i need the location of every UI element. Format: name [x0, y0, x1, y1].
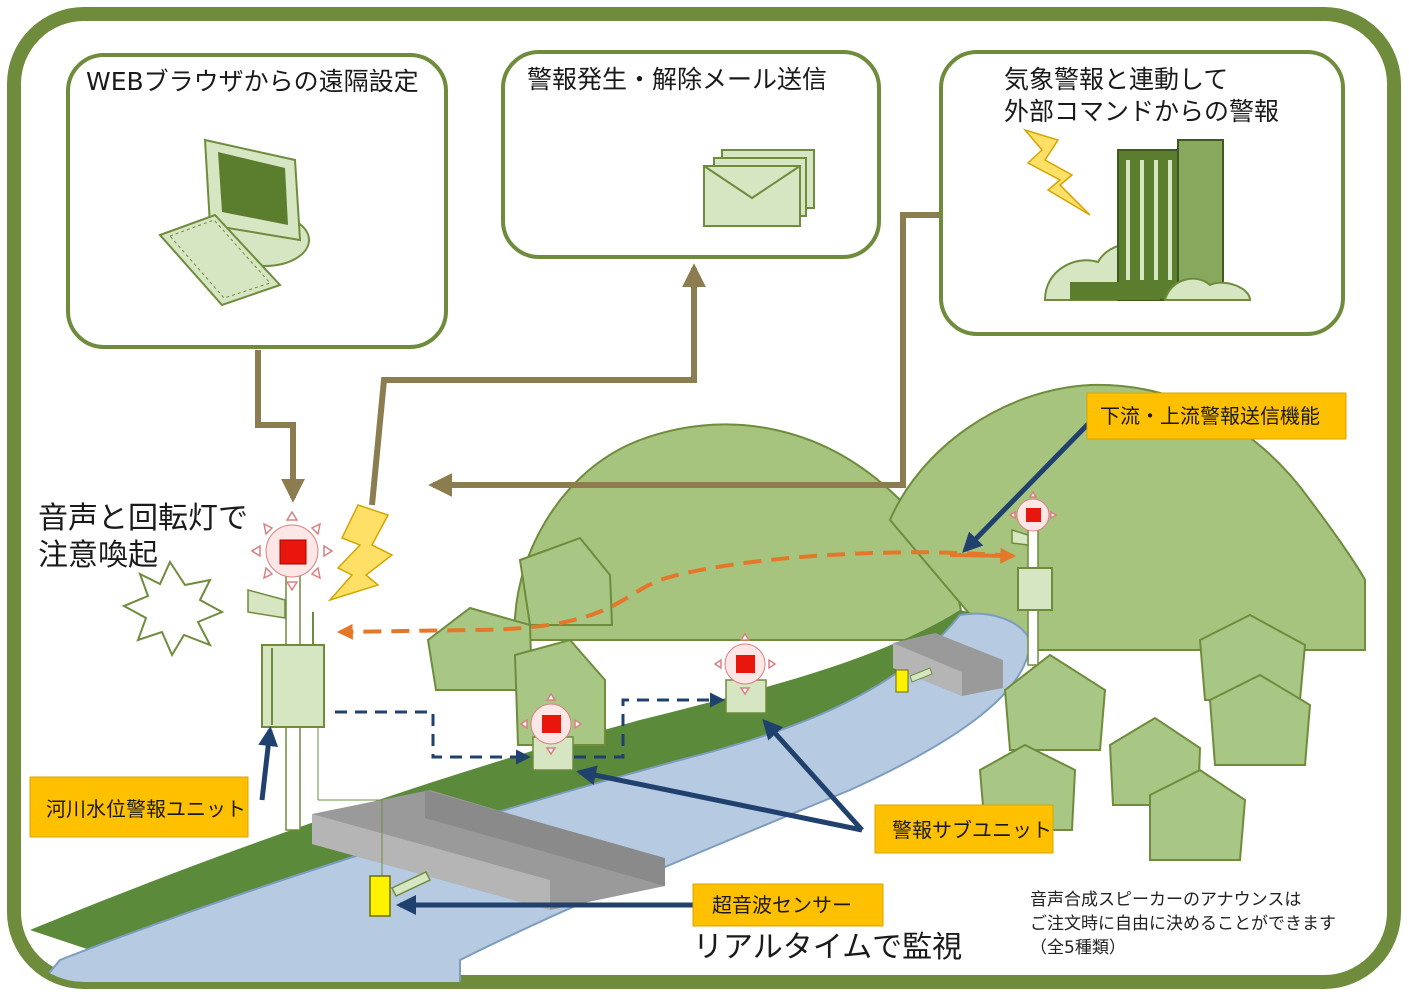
orange-dashed-route: [336, 550, 1014, 640]
sub-unit-label: 警報サブユニット: [892, 818, 1052, 842]
weather-box-title-line2: 外部コマンドからの警報: [1004, 97, 1279, 126]
envelope-icon: [703, 149, 815, 227]
web-box-title: WEBブラウザからの遠隔設定: [86, 67, 419, 96]
unit-label: 河川水位警報ユニット: [46, 797, 246, 821]
main-unit: [247, 569, 383, 880]
rotating-light-icon-downstream: [1008, 490, 1058, 532]
lightning-icon-2: [327, 504, 394, 602]
weather-box-title-line1: 気象警報と連動して: [1004, 65, 1228, 94]
downstream-label: 下流・上流警報送信機能: [1100, 404, 1320, 428]
note-line3: （全5種類）: [1030, 938, 1126, 958]
blue-dashed-routes: [335, 692, 725, 765]
lightning-icon: [1022, 128, 1091, 216]
weir-large: [312, 790, 665, 910]
brown-arrows: [255, 212, 940, 506]
sensor-label-bg: [692, 883, 884, 927]
building-icon: [1043, 139, 1252, 301]
realtime-caption: リアルタイムで監視: [693, 930, 962, 965]
note-line1: 音声合成スピーカーのアナウンスは: [1030, 890, 1301, 910]
houses-right: [978, 613, 1312, 861]
blue-pointer-arrows: [258, 418, 1094, 915]
downstream-label-bg: [1086, 392, 1347, 440]
sub-unit-label-bg: [874, 804, 1054, 854]
rotating-light-icon: [250, 510, 334, 592]
voice-alert-line2: 注意喚起: [38, 538, 158, 573]
burst-icon: [121, 559, 225, 658]
sub-unit-box-2: [725, 679, 767, 714]
rotating-light-icon-sub-2: [713, 632, 777, 696]
mail-box-title: 警報発生・解除メール送信: [527, 65, 827, 94]
voice-alert-line1: 音声と回転灯で: [38, 501, 248, 536]
computer-icon: [158, 138, 310, 307]
rotating-light-icon-sub-1: [519, 692, 583, 756]
note-line2: ご注文時に自由に決めることができます: [1030, 914, 1336, 934]
sensor-label: 超音波センサー: [712, 893, 852, 917]
unit-label-bg: [29, 776, 249, 838]
ultrasonic-sensor-icon: [369, 871, 432, 917]
ultrasonic-sensor-icon-2: [895, 667, 933, 693]
orange-dashed-route-head: [949, 547, 1017, 564]
downstream-unit: [1011, 528, 1053, 666]
